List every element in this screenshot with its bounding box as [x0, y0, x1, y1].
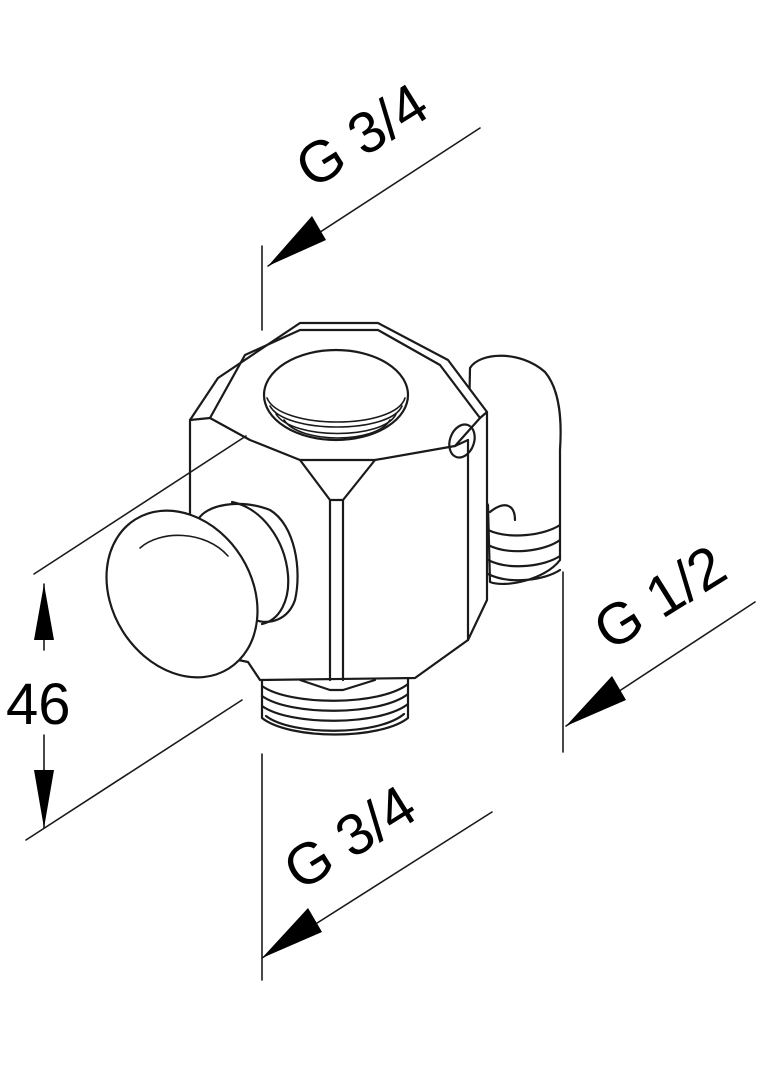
bottom-threaded-outlet	[260, 674, 410, 736]
height-arrow-up	[34, 584, 54, 640]
bottom-dimension-arrow	[262, 908, 322, 958]
side-elbow-outlet	[466, 354, 562, 586]
height-arrow-down	[34, 770, 54, 828]
top-thread-dimension: G 3/4	[261, 71, 481, 331]
right-thread-dimension: G 1/2	[562, 533, 756, 753]
top-thread-label: G 3/4	[284, 71, 439, 201]
bottom-thread-label: G 3/4	[272, 773, 427, 903]
top-dimension-arrow	[268, 216, 326, 266]
right-thread-label: G 1/2	[582, 533, 737, 663]
diverter-knob	[105, 500, 299, 679]
height-dimension: 46	[6, 435, 247, 841]
right-dimension-arrow	[566, 676, 626, 726]
bottom-thread-dimension: G 3/4	[261, 753, 493, 981]
height-label: 46	[6, 672, 71, 737]
